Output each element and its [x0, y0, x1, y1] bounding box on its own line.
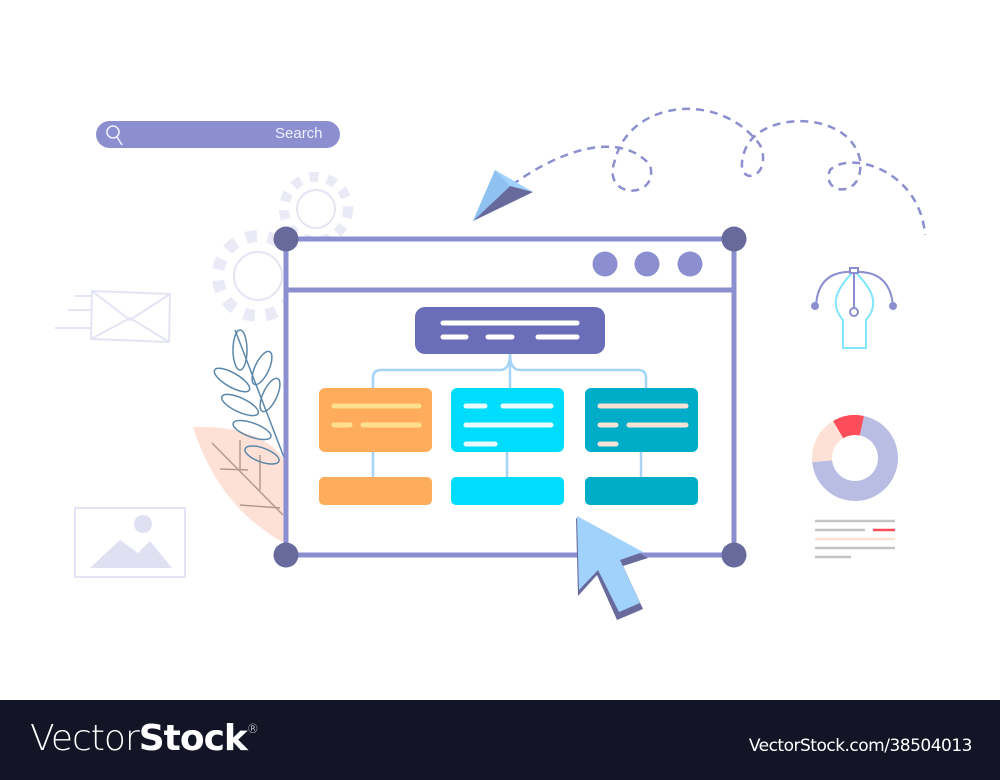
footer-bar: VectorStock® VectorStock.com/38504013	[0, 700, 1000, 780]
logo-light: Vector	[30, 718, 140, 759]
vectorstock-logo: VectorStock®	[30, 718, 259, 759]
donut-segment	[812, 414, 898, 501]
text-lines-icon	[815, 519, 895, 559]
flight-path	[511, 107, 927, 236]
magnifier-icon	[106, 125, 123, 146]
search-label: Search	[275, 125, 323, 142]
flowchart-child-orange[interactable]	[319, 477, 432, 505]
illustration-canvas	[55, 107, 927, 620]
image-id: VectorStock.com/38504013	[748, 736, 973, 756]
flowchart-root-node[interactable]	[415, 307, 605, 354]
pen-tool-icon	[811, 267, 897, 349]
cursor-icon	[576, 516, 648, 620]
logo-bold: Stock	[138, 718, 248, 759]
flowchart-node-orange[interactable]	[319, 388, 432, 452]
browser-window	[273, 226, 747, 568]
image-icon	[74, 507, 186, 578]
donut-segment	[812, 414, 898, 501]
paper-plane-icon	[473, 170, 533, 221]
registered-mark: ®	[246, 722, 259, 736]
flowchart-node-cyan[interactable]	[451, 388, 564, 452]
window-dot[interactable]	[677, 251, 703, 277]
flowchart-child-cyan[interactable]	[451, 477, 564, 505]
flowchart-child-teal[interactable]	[585, 477, 698, 505]
corner-handle[interactable]	[273, 226, 747, 568]
window-dot[interactable]	[634, 251, 660, 277]
leaf-decoration	[193, 329, 288, 545]
donut-chart-icon	[812, 414, 898, 501]
window-dot[interactable]	[592, 251, 618, 277]
flowchart-connectors	[371, 353, 648, 477]
envelope-icon	[55, 289, 172, 344]
flowchart-node-teal[interactable]	[585, 388, 698, 452]
gear-icon	[279, 172, 353, 246]
search-bar[interactable]	[96, 121, 340, 148]
